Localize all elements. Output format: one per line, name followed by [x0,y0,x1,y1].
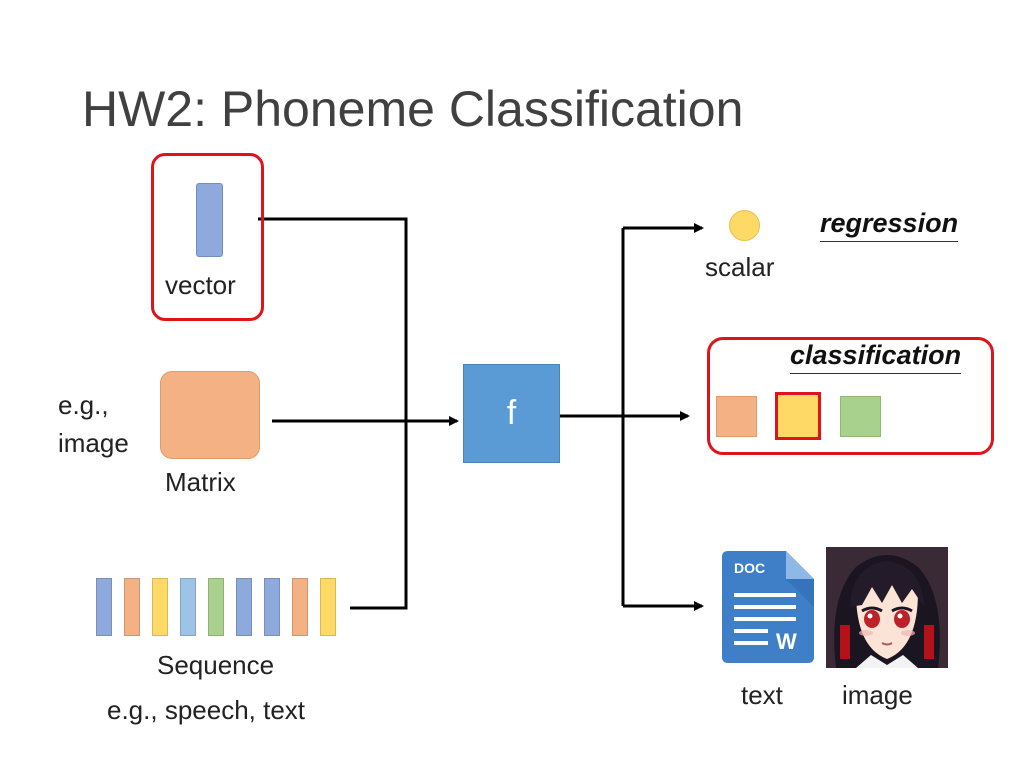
sequence-bar [292,578,308,636]
sequence-bar [180,578,196,636]
page-title: HW2: Phoneme Classification [82,81,744,137]
classification-heading: classification [790,340,962,374]
function-label: f [506,394,517,432]
vector-highlight-frame [151,153,264,321]
sequence-bar [264,578,280,636]
sequence-bar [124,578,140,636]
regression-heading: regression [820,208,959,242]
sequence-bar [208,578,224,636]
image-output-label: image [842,680,913,710]
matrix-shape [160,371,260,459]
classification-highlight-frame [707,337,994,455]
text-output-label: text [741,680,783,710]
doc-icon-letter: W [776,629,797,654]
class-option-green [840,396,881,437]
sequence-label: Sequence [157,650,275,680]
scalar-circle [729,210,760,241]
matrix-example-label: e.g., image [58,390,129,458]
sequence-bar [152,578,168,636]
class-option-yellow-selected [775,392,821,440]
class-option-orange [716,396,757,437]
doc-file-icon: DOC W [722,551,814,663]
vector-connector [258,217,408,610]
sequence-bar [236,578,252,636]
function-box: f [463,364,560,463]
sequence-example-label: e.g., speech, text [107,695,306,725]
anime-character-image [826,547,948,668]
sequence-bar [320,578,336,636]
sequence-bar [96,578,112,636]
vector-shape [196,183,223,257]
vector-label: vector [165,270,236,300]
matrix-label: Matrix [165,467,236,497]
doc-icon-text: DOC [734,560,765,576]
scalar-label: scalar [705,252,775,282]
